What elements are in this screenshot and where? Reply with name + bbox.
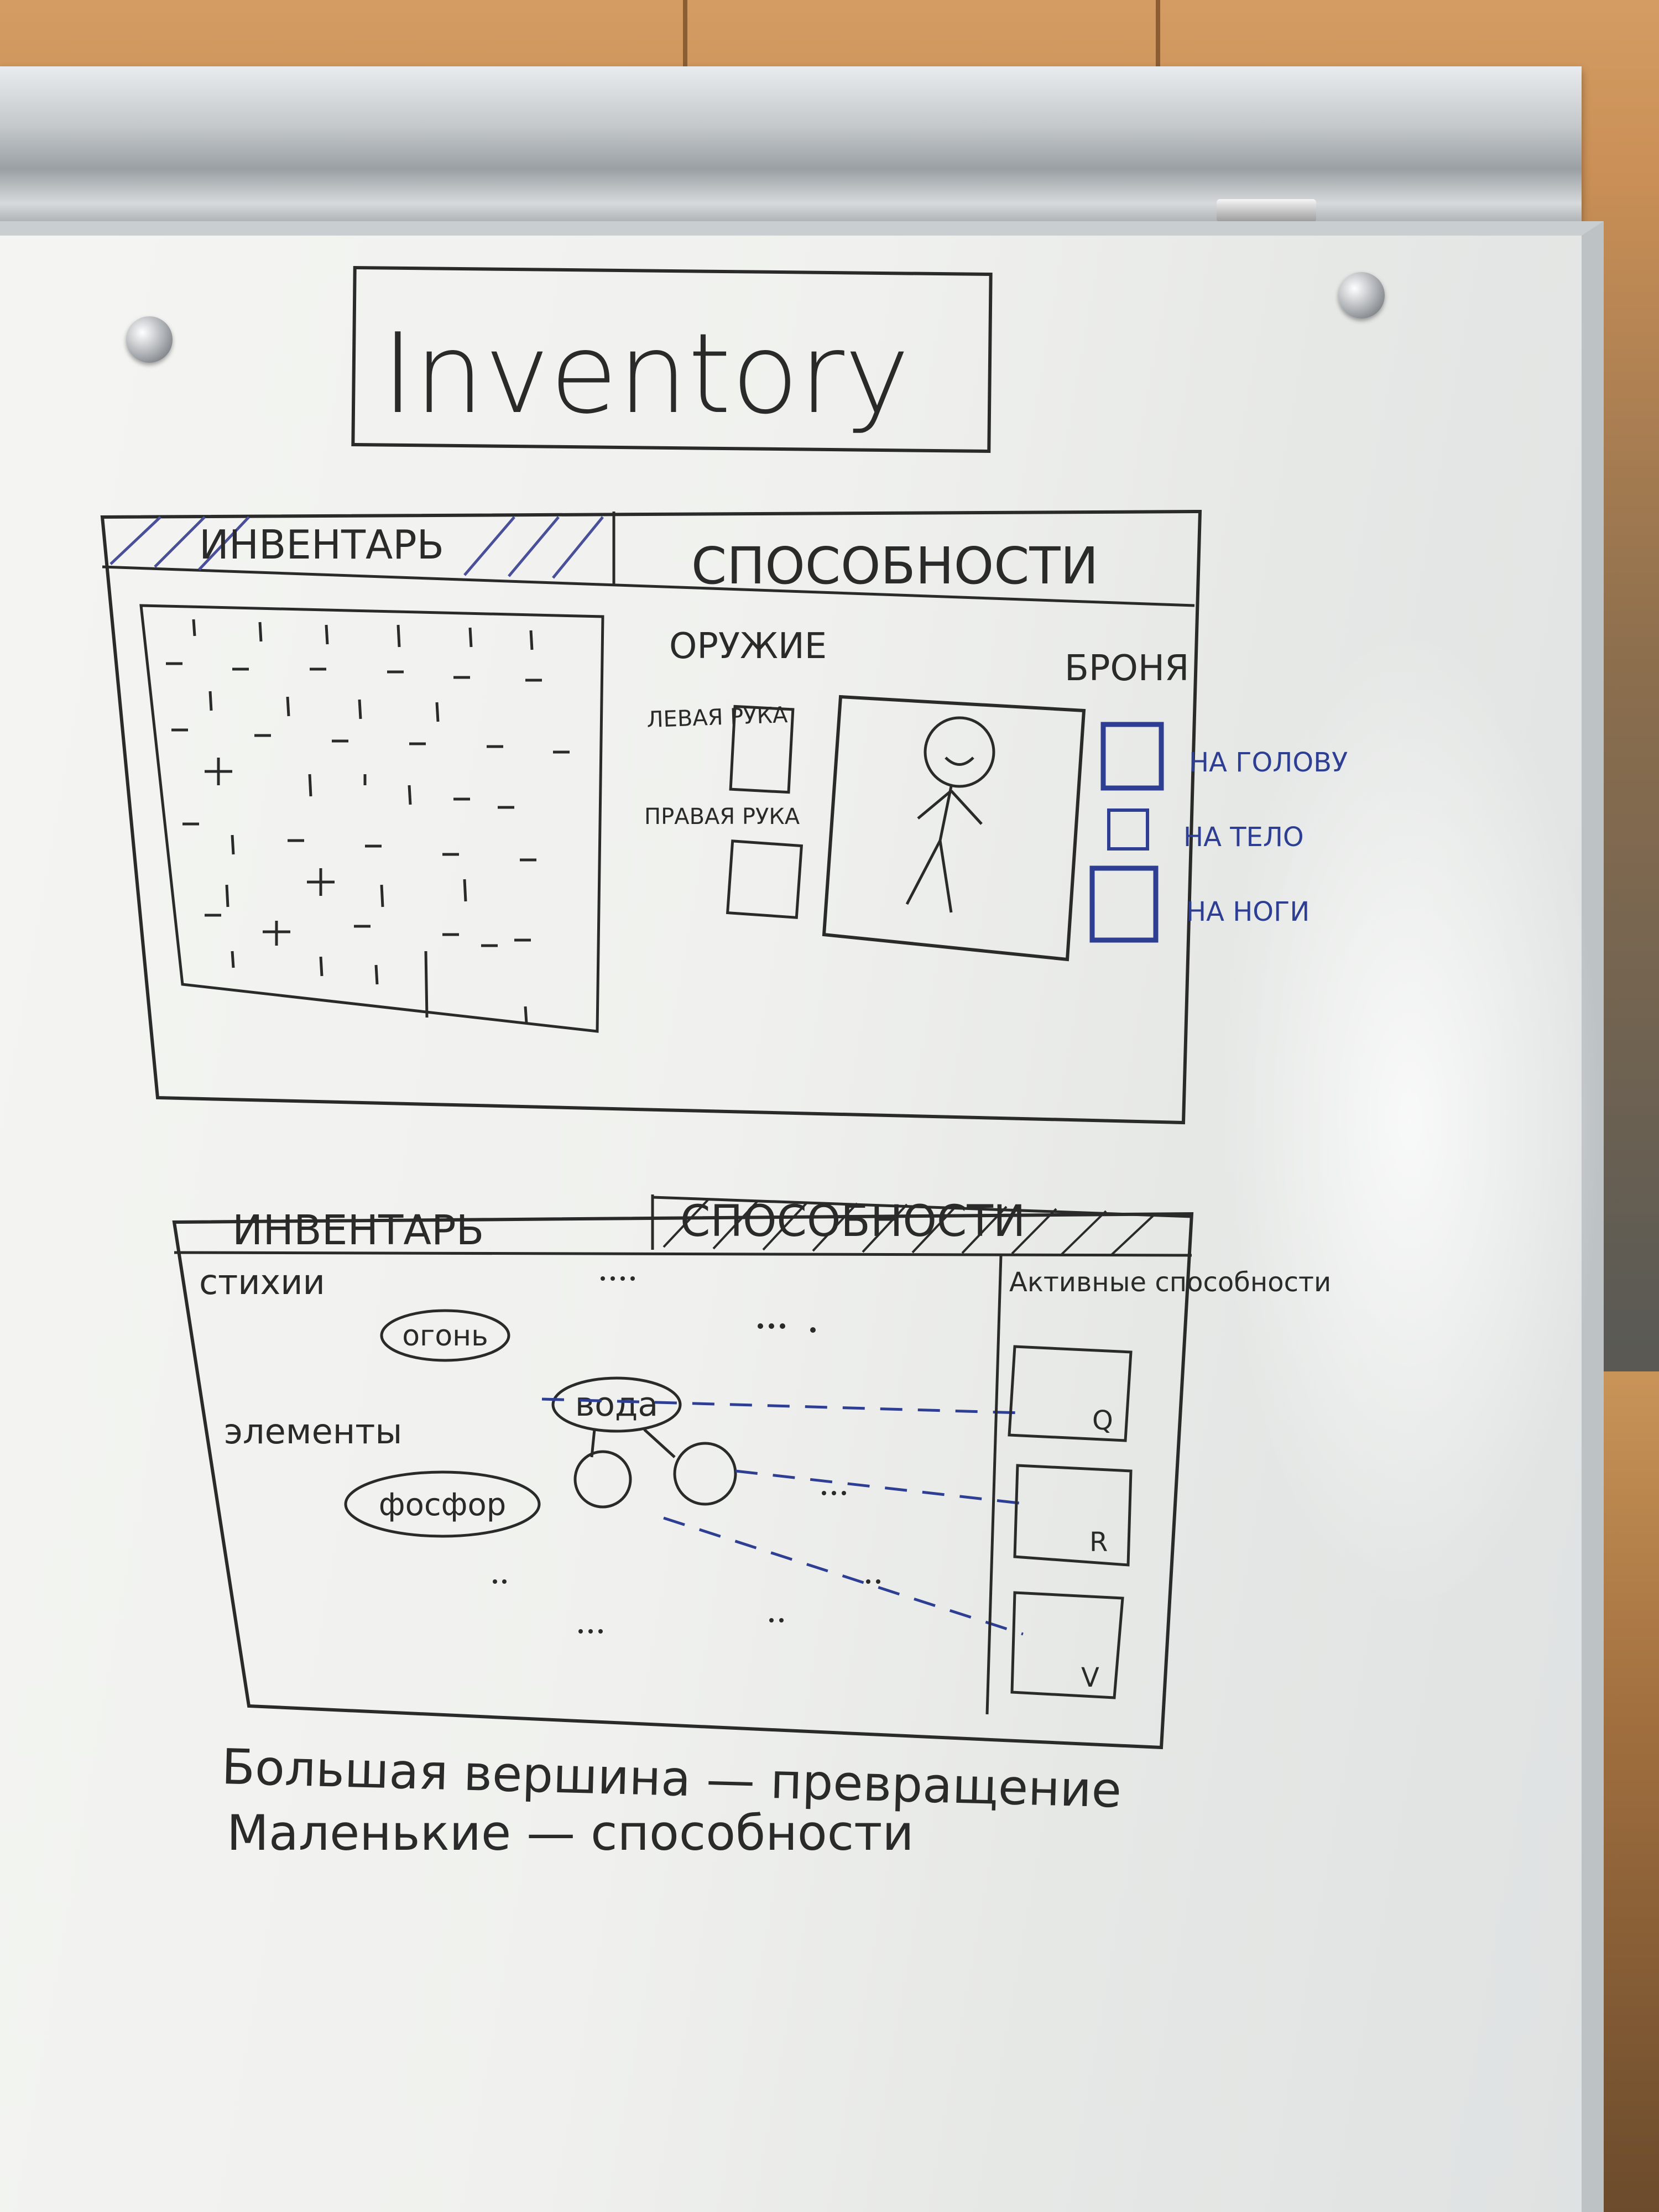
tab-divider-line xyxy=(102,565,1195,607)
ability-slot-q xyxy=(1008,1345,1133,1442)
right-hand-label: ПРАВАЯ РУКА xyxy=(644,804,800,830)
ability-slot-r-key: R xyxy=(1089,1527,1108,1558)
ability-slot-v-key: V xyxy=(1081,1662,1099,1693)
flipchart-rail xyxy=(0,66,1582,238)
node-water-label: вода xyxy=(575,1385,658,1424)
node-phosphor-label: фосфор xyxy=(379,1487,507,1523)
tab-inventory: ИНВЕНТАРЬ xyxy=(199,521,444,568)
page-title: Inventory xyxy=(382,310,910,439)
ellipsis-dots xyxy=(493,1276,880,1634)
node-phosphor xyxy=(344,1470,541,1538)
sub-nodes xyxy=(573,1428,737,1509)
tab-inventory-bottom: ИНВЕНТАРЬ xyxy=(232,1207,484,1254)
weapon-label: ОРУЖИЕ xyxy=(669,626,827,667)
title-frame xyxy=(351,265,993,453)
armor-slot-head xyxy=(1100,722,1164,791)
armor-slot-body xyxy=(1107,808,1149,851)
active-tab-hatching xyxy=(109,516,604,579)
active-tab-hatching xyxy=(662,1199,1157,1256)
stihii-label: стихии xyxy=(199,1262,325,1302)
character-preview xyxy=(822,695,1086,962)
magnet xyxy=(126,316,173,363)
inventory-grid xyxy=(139,604,604,1033)
elements-label: элементы xyxy=(224,1411,402,1452)
dashed-links xyxy=(541,1397,1029,1636)
panel-frame xyxy=(100,509,1202,1125)
tab-divider-line xyxy=(174,1251,1192,1257)
inventory-panel-bottom: ИНВЕНТАРЬ СПОСОБНОСТИ стихии элементы ог… xyxy=(172,1194,1331,1750)
active-abilities-label: Активные способности xyxy=(1009,1267,1331,1298)
armor-slot-body-label: НА ТЕЛО xyxy=(1183,822,1304,853)
note-small-vertices: Маленькие — способности xyxy=(227,1804,914,1861)
node-water xyxy=(551,1376,682,1433)
armor-slot-head-label: НА ГОЛОВУ xyxy=(1189,747,1348,778)
armor-slot-legs-label: НА НОГИ xyxy=(1186,896,1310,927)
magnet xyxy=(1338,272,1385,319)
node-fire-label: огонь xyxy=(402,1319,488,1353)
hinge xyxy=(1217,199,1316,222)
node-fire xyxy=(380,1309,510,1362)
panel-frame xyxy=(172,1212,1194,1750)
active-column-divider xyxy=(985,1255,1003,1715)
tab-abilities-bottom: СПОСОБНОСТИ xyxy=(680,1197,1025,1246)
left-hand-slot xyxy=(729,705,795,794)
window-reflection xyxy=(1217,623,1604,1618)
inventory-panel-top: ИНВЕНТАРЬ СПОСОБНОСТИ xyxy=(100,509,1348,1125)
armor-label: БРОНЯ xyxy=(1065,648,1189,689)
wall-panel-seam xyxy=(683,0,687,122)
tab-abilities: СПОСОБНОСТИ xyxy=(691,536,1098,596)
armor-slot-legs xyxy=(1089,865,1159,943)
ability-slot-v xyxy=(1010,1591,1124,1699)
grid-marks xyxy=(166,619,570,1024)
ability-slot-r xyxy=(1013,1464,1133,1567)
stick-figure xyxy=(905,716,995,913)
wall-panel-seam xyxy=(1156,0,1160,122)
ability-slot-q-key: Q xyxy=(1092,1405,1113,1436)
right-hand-slot xyxy=(726,839,804,919)
